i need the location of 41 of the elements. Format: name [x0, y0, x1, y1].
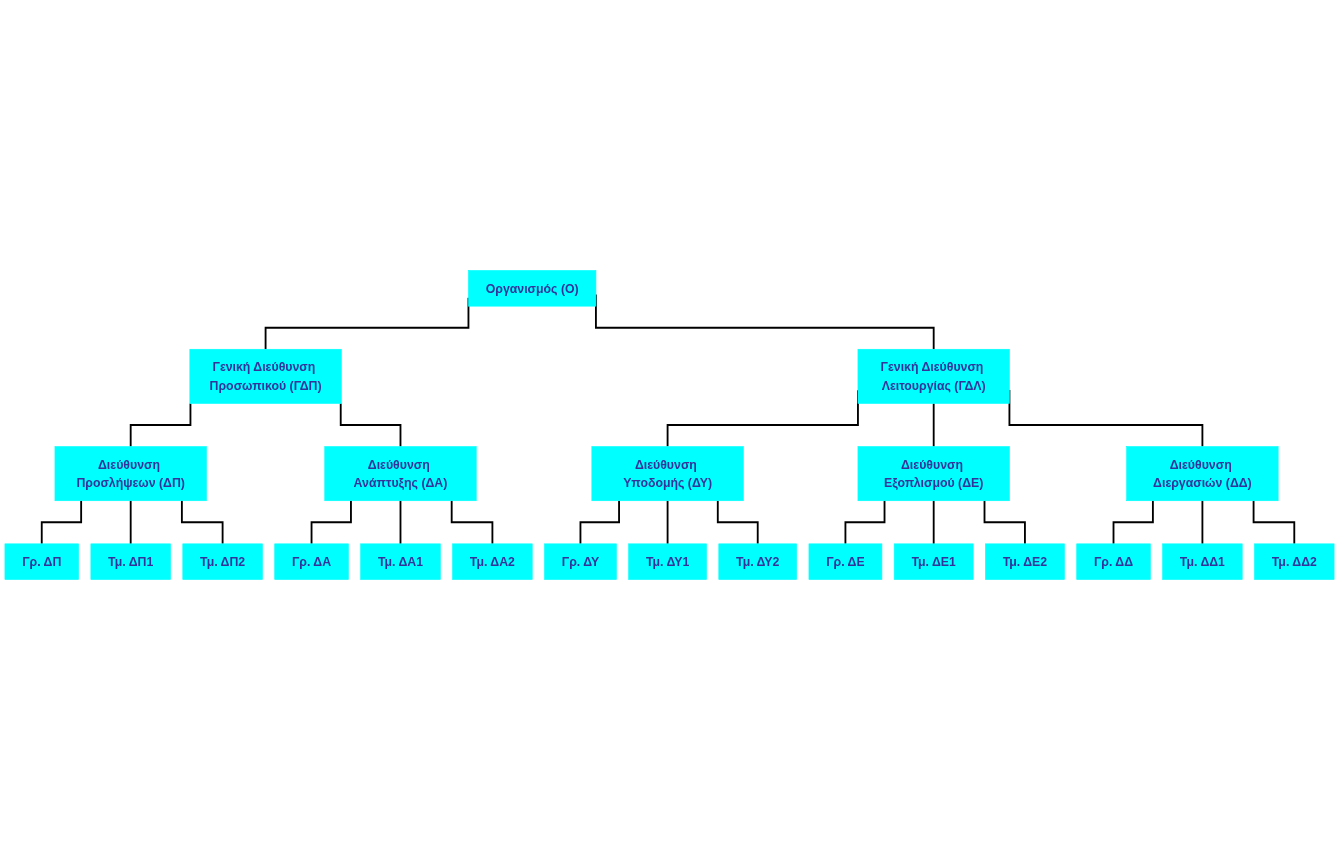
node-box: Τμ. ΔΔ1: [1162, 543, 1243, 580]
node-box: Γρ. ΔΑ: [274, 543, 349, 580]
connector: [1252, 499, 1296, 545]
node-box: Τμ. ΔΑ1: [360, 543, 441, 580]
node-box: Τμ. ΔΠ2: [182, 543, 263, 580]
connector: [1112, 499, 1154, 545]
node-box: Τμ. ΔΑ2: [452, 543, 533, 580]
node-box: Γρ. ΔΥ: [544, 543, 617, 580]
node-box: Διεύθυνση Εξοπλισμού (ΔΕ): [857, 446, 1010, 502]
node-box: Τμ. ΔΕ1: [893, 543, 974, 580]
connector: [399, 499, 402, 545]
node-box: Διεύθυνση Υποδομής (ΔΥ): [591, 446, 744, 502]
node-box: Γρ. ΔΔ: [1076, 543, 1151, 580]
node-box: Διεύθυνση Προσλήψεων (ΔΠ): [54, 446, 207, 502]
connector: [129, 499, 132, 545]
node-box: Γρ. ΔΠ: [4, 543, 79, 580]
node-box: Γρ. ΔΕ: [808, 543, 883, 580]
connector: [180, 499, 224, 545]
connector: [310, 499, 352, 545]
connector: [932, 499, 935, 545]
connector: [932, 402, 935, 448]
node-box: Τμ. ΔΥ2: [718, 543, 797, 580]
connector: [129, 402, 192, 448]
node-box: Τμ. ΔΥ1: [628, 543, 707, 580]
node-box: Τμ. ΔΔ2: [1254, 543, 1335, 580]
connector: [450, 499, 494, 545]
node-box: Διεύθυνση Ανάπτυξης (ΔΑ): [324, 446, 477, 502]
connector: [844, 499, 886, 545]
connector: [983, 499, 1026, 545]
node-box: Γενική Διεύθυνση Προσωπικού (ΓΔΠ): [189, 348, 342, 404]
node-box: Τμ. ΔΠ1: [90, 543, 171, 580]
connector: [666, 499, 669, 545]
connector: [40, 499, 83, 545]
connector: [579, 499, 620, 545]
node-box: Οργανισμός (Ο): [468, 270, 597, 307]
connector: [716, 499, 759, 545]
node-box: Γενική Διεύθυνση Λειτουργίας (ΓΔΛ): [857, 348, 1010, 404]
node-box: Διεύθυνση Διεργασιών (ΔΔ): [1126, 446, 1279, 502]
node-box: Τμ. ΔΕ2: [985, 543, 1065, 580]
connector: [1201, 499, 1204, 545]
connector: [339, 402, 402, 448]
